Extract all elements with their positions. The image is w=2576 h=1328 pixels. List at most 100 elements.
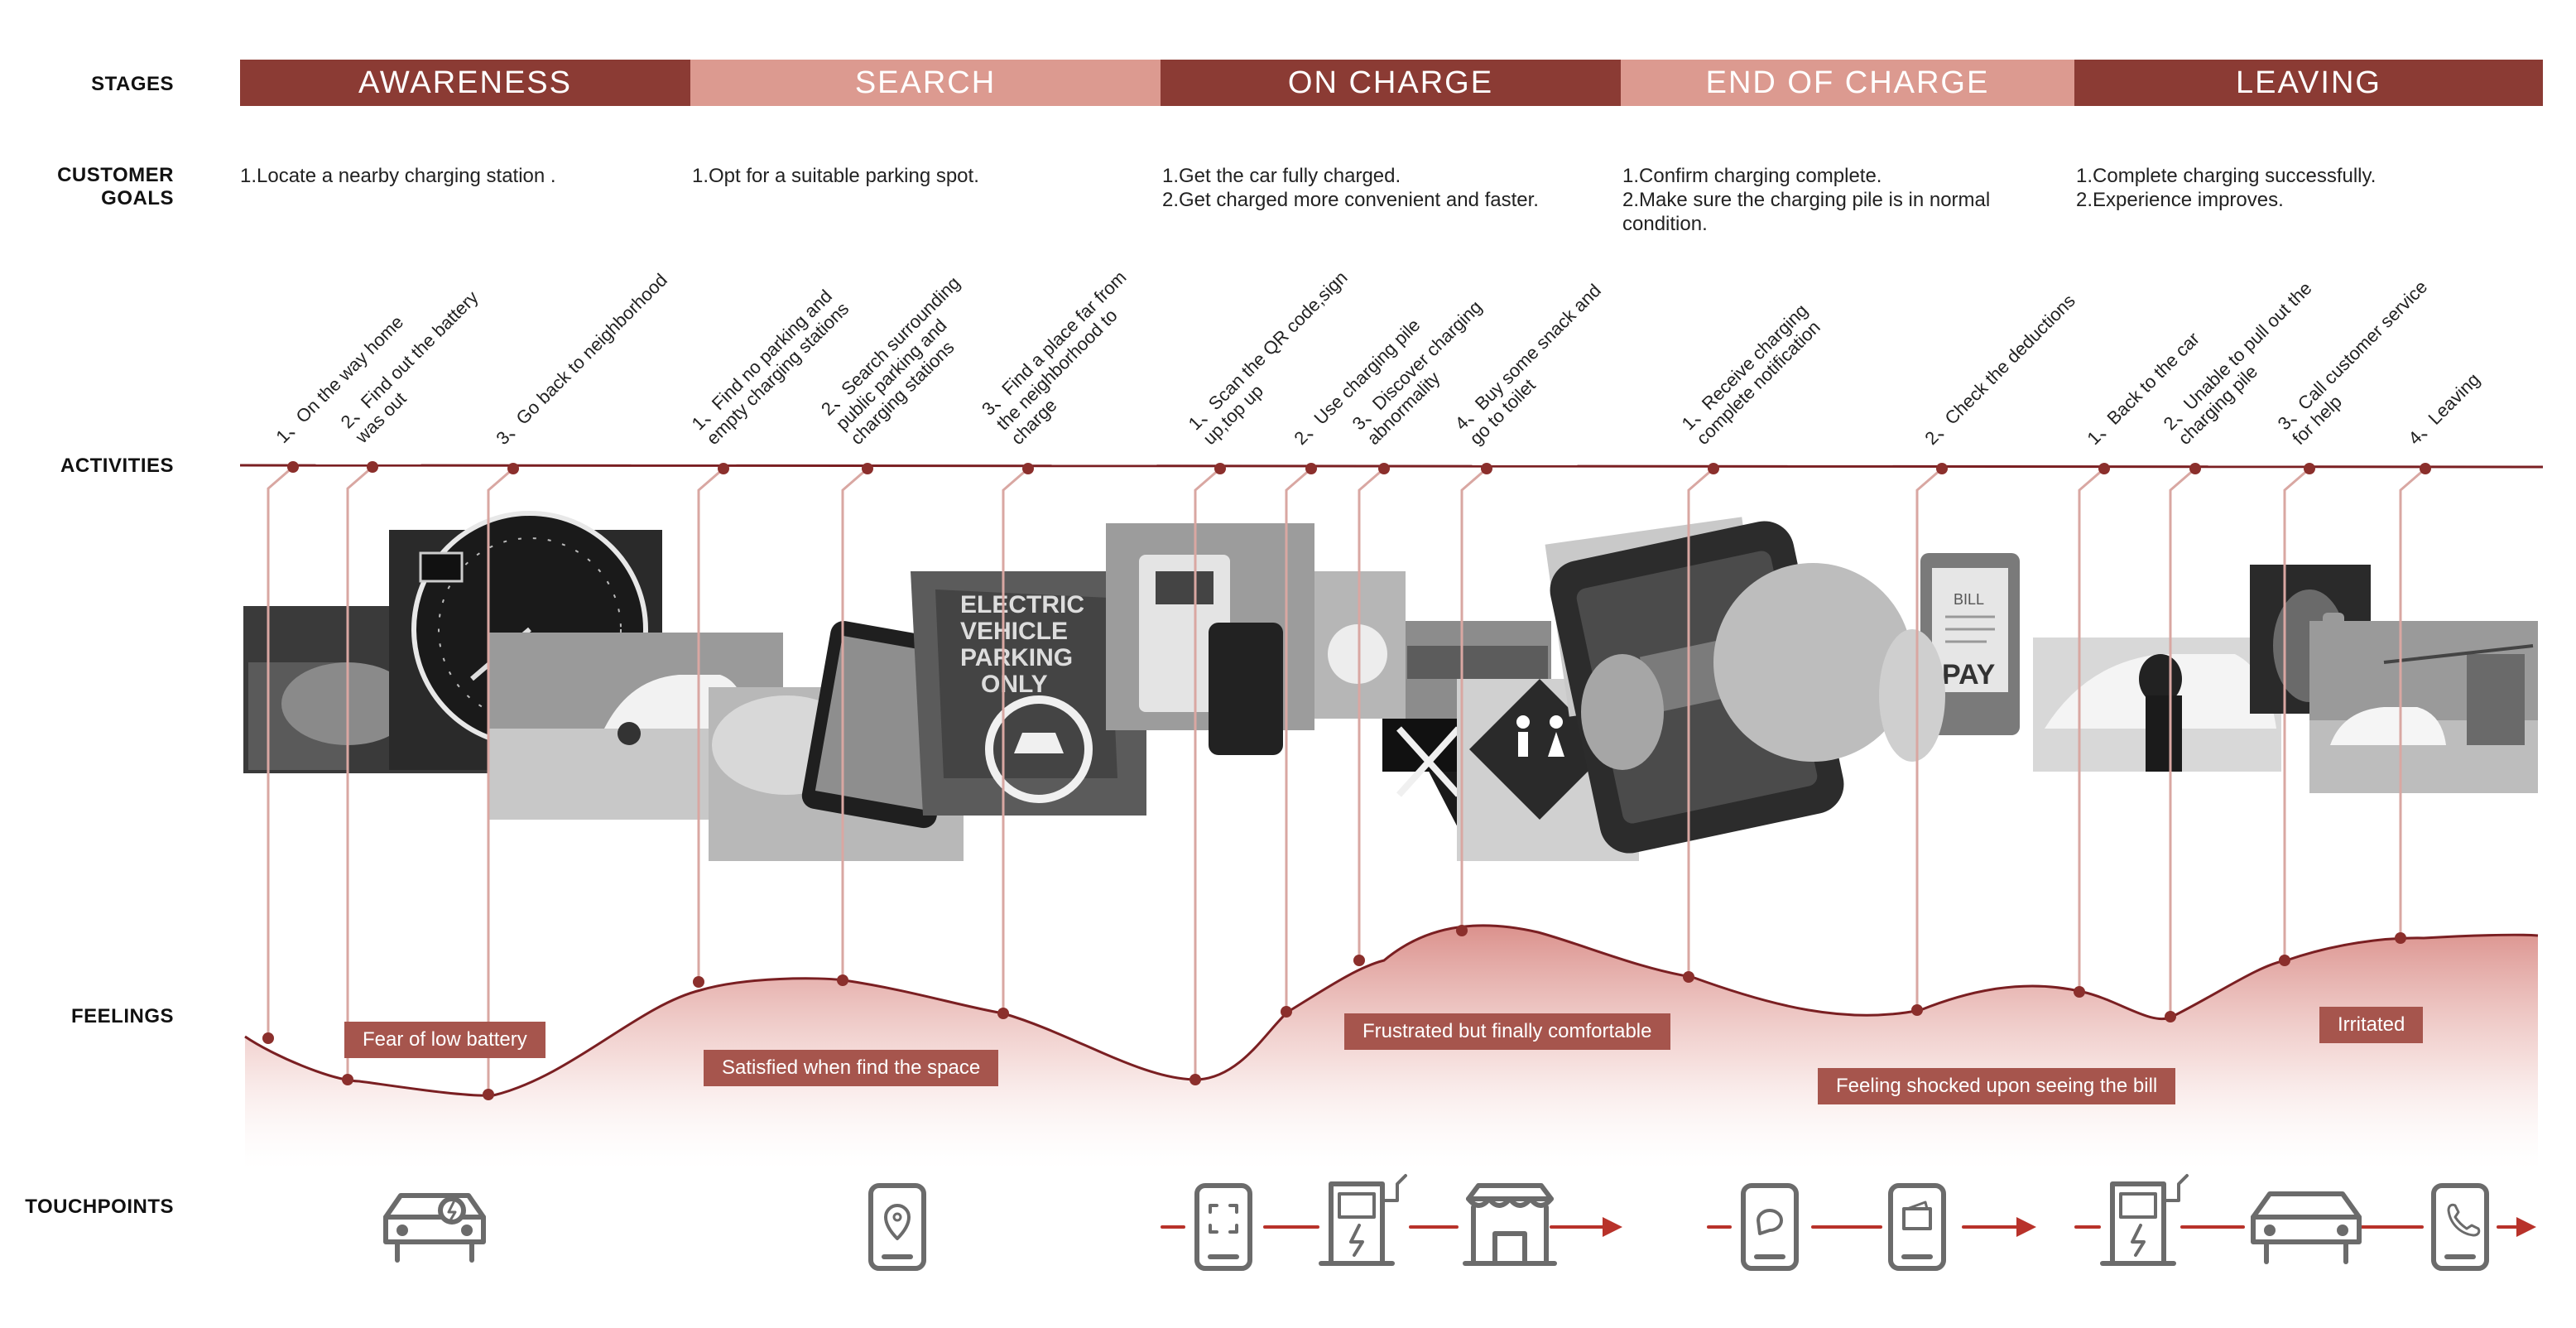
car-charging-icon [383,1193,486,1263]
stage-on-charge: ON CHARGE [1161,60,1621,106]
photo-parking-exit [2309,621,2538,793]
stage-search: SEARCH [690,60,1161,106]
activity-dot [507,463,519,474]
feeling-dot [2165,1011,2176,1022]
goal-line: 2.Make sure the charging pile is in norm… [1622,189,1991,211]
row-label-stages: STAGES [91,73,174,95]
photo-sign-text: PARKING [960,644,1073,671]
activity-dot [1481,463,1492,474]
feeling-dot [1189,1074,1201,1085]
activity-connector [1358,467,1385,960]
feeling-dot [1683,971,1694,983]
goal-line: 1.Confirm charging complete. [1622,165,1882,187]
store-icon [1463,1183,1557,1266]
activity-connector [2283,467,2310,960]
goal-group: 1.Confirm charging complete.2.Make sure … [1622,164,1990,236]
touchpoint-arrow-group-3 [2074,1217,2536,1237]
row-label-touchpoints: TOUCHPOINTS [25,1196,174,1218]
activity-dot [1378,463,1390,474]
touchpoint-arrow-group-1 [1161,1217,1622,1237]
activity-connector [2078,467,2105,992]
row-label-goals-line: CUSTOMER [57,164,174,186]
activity-dot [1022,463,1034,474]
phone-wallet-icon [1888,1183,1946,1271]
goal-line: 2.Get charged more convenient and faster… [1162,189,1539,211]
feeling-dot [1281,1006,1292,1018]
activity-connector [841,467,868,980]
feeling-dot [1911,1004,1923,1016]
activity-connector [2399,467,2426,938]
stage-end-of-charge: END OF CHARGE [1621,60,2074,106]
row-label-activities: ACTIVITIES [60,455,174,477]
goal-group: 1.Opt for a suitable parking spot. [692,164,979,188]
activity-connector [346,465,373,1080]
feeling-dot [342,1074,353,1085]
activity-connector [1687,467,1714,977]
goal-line: 1.Opt for a suitable parking spot. [692,165,979,187]
phone-call-icon [2431,1183,2489,1271]
feeling-dot [837,974,848,986]
photo-phone-notification [1545,517,1912,854]
feeling-dot [2395,932,2406,944]
feeling-label: Frustrated but finally comfortable [1344,1013,1670,1050]
feeling-dot [693,976,704,988]
activities-timeline [239,464,2544,469]
goal-line: 2.Experience improves. [2076,189,2284,211]
phone-scan-icon [1194,1183,1252,1271]
charging-pile-icon [1319,1174,1407,1266]
activity-dot [1708,463,1719,474]
photo-sign-text: ELECTRIC [960,591,1084,618]
activity-dot [862,463,873,474]
activity-connector [2169,467,2196,1017]
photo-charging-kiosk [1106,523,1314,755]
goal-line: 1.Locate a nearby charging station . [240,165,556,187]
activity-connector [267,465,294,1038]
goal-group: 1.Get the car fully charged.2.Get charge… [1162,164,1539,212]
goal-line: 1.Complete charging successfully. [2076,165,2377,187]
activity-dot [2098,463,2110,474]
feeling-dot [2279,955,2290,966]
feeling-dot [1353,955,1365,966]
charging-pile-icon [2100,1174,2189,1266]
activity-connector [697,467,724,982]
activity-dot [1214,463,1226,474]
activity-dot [287,461,299,473]
activity-dot [1936,463,1948,474]
activity-dot [718,463,729,474]
phone-location-icon [868,1183,926,1271]
touchpoint-arrow-group-2 [1707,1217,2036,1237]
photo-sign-text: VEHICLE [960,618,1068,645]
activity-connector [1002,467,1029,1013]
goal-line: 1.Get the car fully charged. [1162,165,1401,187]
activity-dot [1305,463,1317,474]
feeling-label: Fear of low battery [344,1022,545,1058]
activity-dot [367,461,378,473]
phone-message-icon [1741,1183,1799,1271]
stage-awareness: AWARENESS [240,60,690,106]
goal-line: condition. [1622,213,1708,235]
photo-collage: ELECTRIC VEHICLE PARKING ONLY [243,511,2538,861]
feeling-dot [483,1089,494,1100]
activity-connector [1915,467,1943,1010]
activity-dot [2420,463,2431,474]
feeling-label: Irritated [2319,1007,2424,1043]
activity-dot [2304,463,2315,474]
feeling-dot [997,1008,1009,1019]
photo-phone-bill: BILL PAY [1879,553,2020,762]
row-label-goals: CUSTOMER GOALS [0,164,174,210]
photo-pay-text: PAY [1942,659,1996,690]
activity-connectors [262,461,2431,1100]
photo-car-woman [2033,638,2281,772]
row-label-feelings: FEELINGS [70,1005,174,1027]
photo-bill-text: BILL [1954,591,1984,608]
activity-connector [1460,467,1487,931]
feeling-dot [1456,925,1468,936]
feeling-dot [262,1032,274,1044]
feeling-label: Satisfied when find the space [704,1050,999,1086]
stage-leaving: LEAVING [2074,60,2543,106]
car-icon [2251,1191,2362,1264]
photo-sign-text: ONLY [981,671,1048,698]
touchpoints-row [383,1174,2536,1271]
feeling-dot [2074,986,2085,998]
